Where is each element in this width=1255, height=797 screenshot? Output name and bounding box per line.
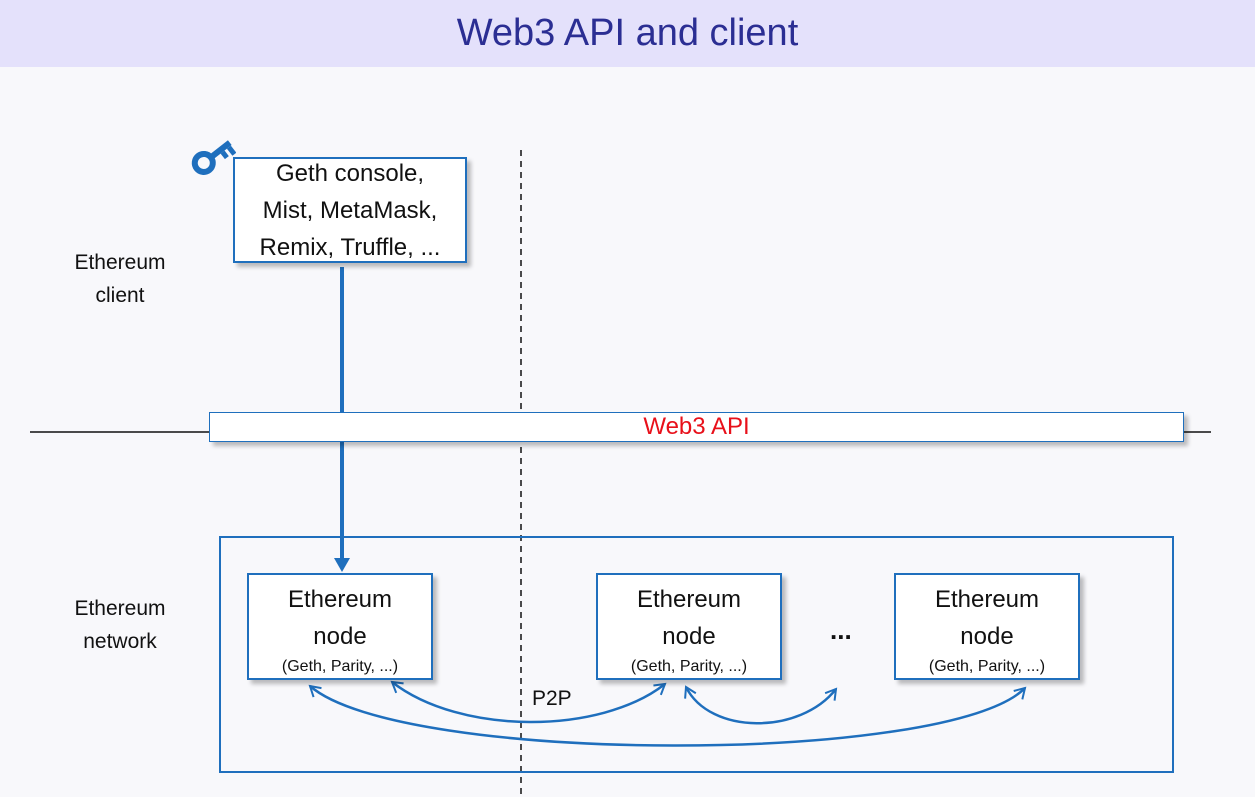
node-title: Ethereum bbox=[636, 586, 742, 613]
more-nodes-ellipsis: ... bbox=[830, 615, 852, 645]
node-subtitle: node bbox=[662, 623, 716, 650]
network-box bbox=[219, 536, 1174, 773]
api-to-node-arrowhead bbox=[334, 558, 350, 572]
web3-api-bar: Web3 API bbox=[209, 412, 1184, 442]
node-subtitle: node bbox=[313, 623, 367, 650]
ethereum-node-2: Ethereum node (Geth, Parity, ...) bbox=[596, 573, 782, 680]
page-title: Web3 API and client bbox=[456, 12, 799, 54]
client-label-line1: Ethereum bbox=[74, 251, 166, 274]
ethereum-node-3: Ethereum node (Geth, Parity, ...) bbox=[894, 573, 1080, 680]
key-icon bbox=[191, 140, 236, 175]
ethereum-node-1: Ethereum node (Geth, Parity, ...) bbox=[247, 573, 433, 680]
web3-api-label: Web3 API bbox=[643, 413, 750, 440]
title-bar: Web3 API and client bbox=[0, 0, 1255, 67]
client-label: Ethereum client bbox=[60, 246, 180, 312]
network-label-line2: network bbox=[83, 630, 157, 653]
client-box: Geth console, Mist, MetaMask, Remix, Tru… bbox=[233, 157, 467, 263]
node-impl: (Geth, Parity, ...) bbox=[281, 658, 399, 675]
node-impl: (Geth, Parity, ...) bbox=[630, 658, 748, 675]
p2p-arrow-node2-ellipsis bbox=[684, 685, 838, 725]
p2p-arrow-node1-node2 bbox=[390, 680, 667, 724]
network-label: Ethereum network bbox=[60, 592, 180, 658]
client-box-line1: Geth console, bbox=[275, 159, 425, 187]
network-label-line1: Ethereum bbox=[74, 597, 166, 620]
node-title: Ethereum bbox=[934, 586, 1040, 613]
node-subtitle: node bbox=[960, 623, 1014, 650]
node-title: Ethereum bbox=[287, 586, 393, 613]
client-box-line2: Mist, MetaMask, bbox=[262, 196, 438, 224]
node-impl: (Geth, Parity, ...) bbox=[928, 658, 1046, 675]
client-label-line2: client bbox=[95, 284, 145, 307]
p2p-label: P2P bbox=[532, 687, 572, 710]
p2p-arrow-node1-node3 bbox=[308, 684, 1027, 747]
client-box-line3: Remix, Truffle, ... bbox=[259, 233, 441, 261]
